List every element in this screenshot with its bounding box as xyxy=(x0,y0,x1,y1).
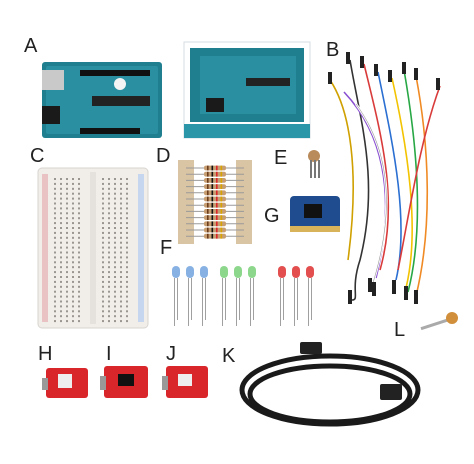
usb-plugs xyxy=(300,342,402,400)
label-k: K xyxy=(222,345,236,367)
label-i: I xyxy=(106,343,112,365)
sensor-board-h xyxy=(42,368,88,398)
sensor-board-i xyxy=(100,366,148,398)
label-j: J xyxy=(166,343,176,365)
jumper-wire-tips xyxy=(328,52,440,304)
arduino-box xyxy=(183,41,311,139)
label-h: H xyxy=(38,343,53,365)
accelerometer-module xyxy=(290,196,340,232)
sensor-board-j xyxy=(162,366,208,398)
arduino-uno-board xyxy=(42,62,162,138)
breadboard-holes xyxy=(54,178,128,323)
resistor-strip xyxy=(178,160,252,244)
label-d: D xyxy=(156,145,171,167)
resistors xyxy=(186,165,244,239)
label-a: A xyxy=(24,35,38,57)
label-f: F xyxy=(160,237,173,259)
label-c: C xyxy=(30,145,45,167)
label-g: G xyxy=(264,205,280,227)
label-b: B xyxy=(326,39,340,61)
temperature-sensor xyxy=(308,150,320,178)
label-l: L xyxy=(394,319,406,341)
usb-cable xyxy=(239,353,421,427)
label-e: E xyxy=(274,147,288,169)
photoresistor xyxy=(420,312,458,331)
jumper-wires xyxy=(329,59,441,301)
leds xyxy=(172,266,314,326)
